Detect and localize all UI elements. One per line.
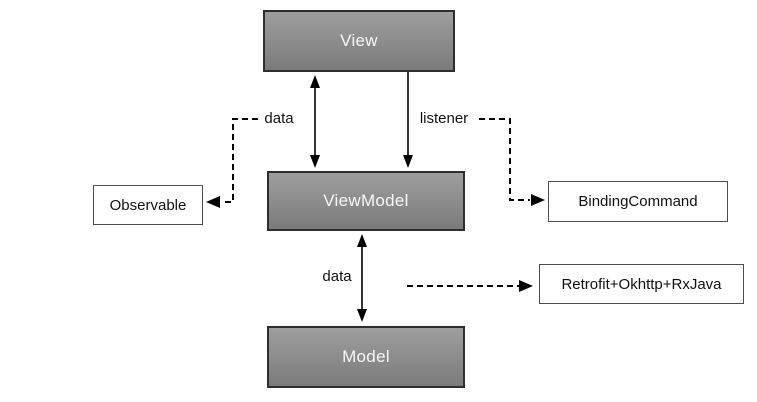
dashed-arrow-bindingcommand xyxy=(479,118,545,206)
node-view-label: View xyxy=(340,31,378,50)
node-retrofit-label: Retrofit+Okhttp+RxJava xyxy=(561,275,722,293)
node-bindingcommand: BindingCommand xyxy=(548,181,728,222)
node-viewmodel-label: ViewModel xyxy=(323,191,409,210)
node-bindingcommand-label: BindingCommand xyxy=(578,193,698,210)
node-retrofit: Retrofit+Okhttp+RxJava xyxy=(539,264,744,304)
arrow-viewmodel-model-data xyxy=(357,234,367,322)
edge-label-listener: listener xyxy=(419,110,469,127)
node-view: View xyxy=(263,10,455,72)
node-model-label: Model xyxy=(342,347,390,366)
dashed-arrow-retrofit xyxy=(407,280,533,292)
arrow-view-viewmodel-listener xyxy=(403,71,413,168)
arrow-view-viewmodel-data xyxy=(310,75,320,168)
dashed-arrow-observable xyxy=(206,118,258,208)
node-observable-label: Observable xyxy=(109,196,187,214)
edge-label-data-viewmodel-model: data xyxy=(322,268,352,285)
edge-label-data-view-viewmodel: data xyxy=(264,110,294,127)
node-observable: Observable xyxy=(93,185,203,225)
node-model: Model xyxy=(267,326,465,388)
node-viewmodel: ViewModel xyxy=(267,171,465,231)
